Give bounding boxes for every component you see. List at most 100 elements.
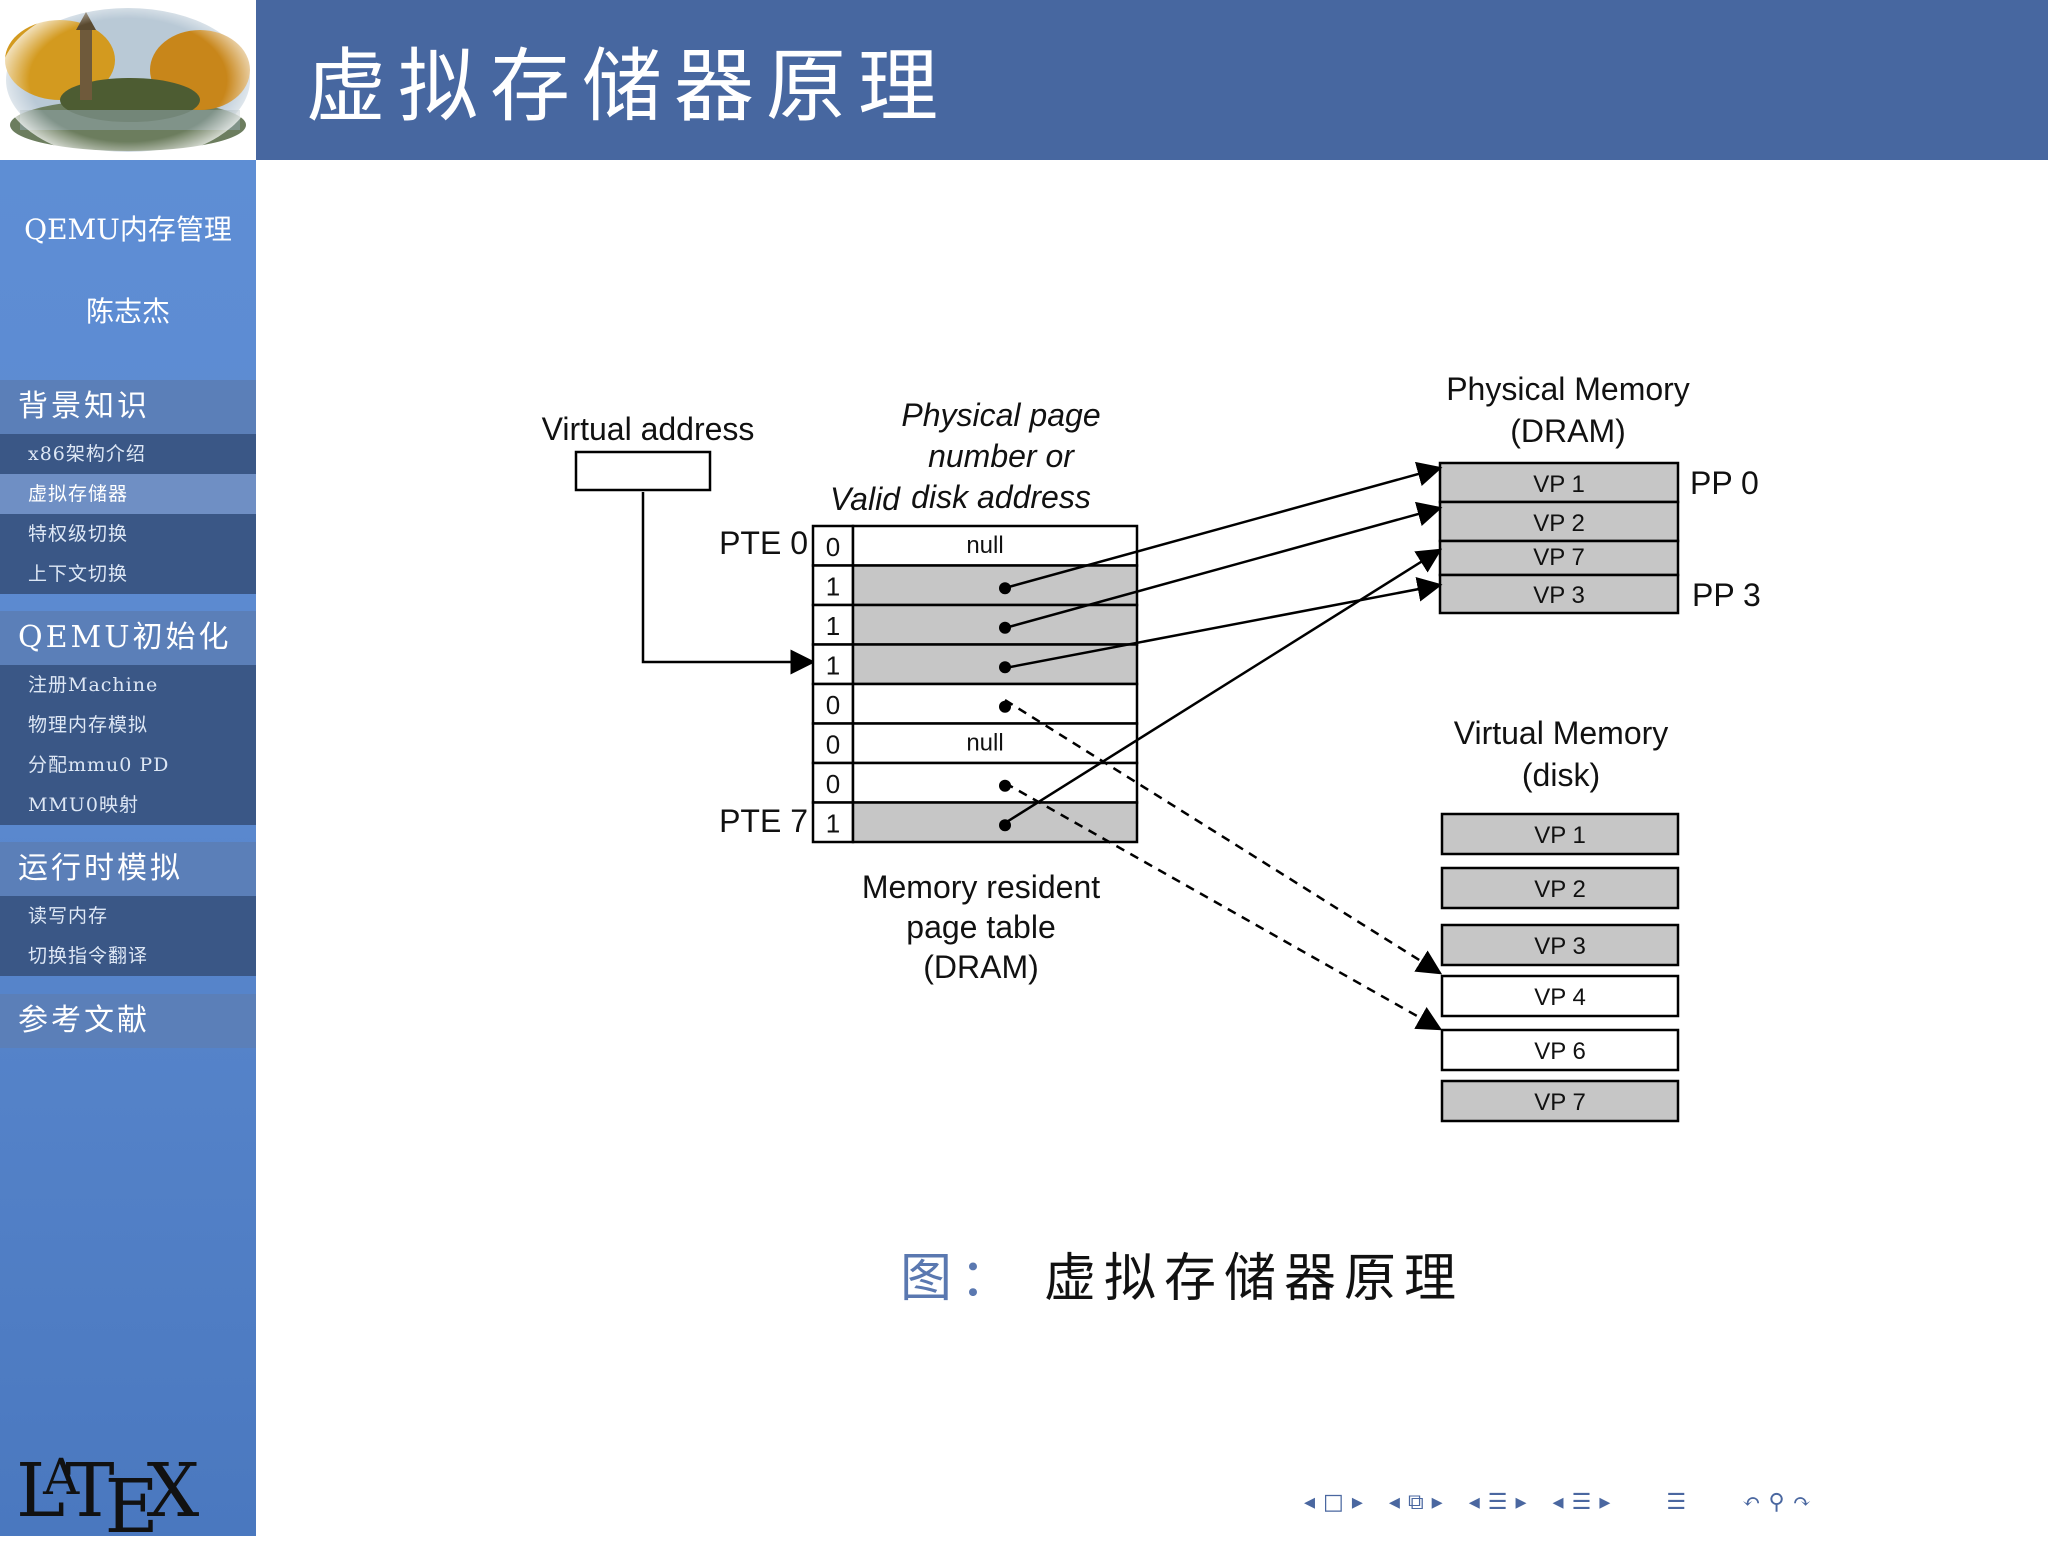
page-table-caption-2: page table xyxy=(906,909,1055,945)
pte-address-cell xyxy=(851,722,1139,765)
search-icon[interactable]: ⚲ xyxy=(1768,1489,1785,1515)
nav-next-arrow-icon[interactable]: ▸ xyxy=(1515,1489,1527,1515)
column-header-line-2: number or xyxy=(928,438,1075,474)
virtual-page xyxy=(1440,974,1680,1018)
virtual-memory-title-2: (disk) xyxy=(1522,757,1600,793)
virtual-page-label: VP 6 xyxy=(1534,1038,1586,1065)
nav-next-arrow-icon[interactable]: ▸ xyxy=(1599,1489,1611,1515)
section-background-items: x86架构介绍 虚拟存储器 特权级切换 上下文切换 xyxy=(0,434,256,594)
physical-page-label: VP 2 xyxy=(1533,510,1585,537)
pte-pointer-dot xyxy=(999,779,1011,792)
arrow-row1-to-pp0 xyxy=(1004,461,1443,590)
nav-prev-arrow-icon[interactable]: ◂ xyxy=(1304,1489,1316,1515)
frame-icon[interactable]: □ xyxy=(1323,1489,1344,1515)
author-name: 陈志杰 xyxy=(85,295,170,328)
pte-address-cell xyxy=(851,603,1139,646)
column-header-line-3: disk address xyxy=(911,479,1091,515)
pte-valid-cell xyxy=(811,643,855,686)
pte-valid-bit: 0 xyxy=(826,532,840,562)
university-logo xyxy=(0,0,256,160)
section-background[interactable]: 背景知识 xyxy=(0,380,256,434)
redo-icon[interactable]: ↷ xyxy=(1792,1489,1812,1515)
nav-item-alloc-pd[interactable]: 分配mmu0 PD xyxy=(28,754,170,776)
virtual-page-label: VP 1 xyxy=(1534,822,1586,849)
page-table-caption-1: Memory resident xyxy=(862,869,1100,905)
nav-item-virtual-memory[interactable]: 虚拟存储器 xyxy=(0,474,256,514)
virtual-page-label: VP 4 xyxy=(1534,984,1586,1011)
nav-item-translate[interactable]: 切换指令翻译 xyxy=(28,945,149,967)
physical-page xyxy=(1438,539,1680,577)
pte-valid-bit: 1 xyxy=(826,651,840,681)
pp-label-0: PP 0 xyxy=(1690,465,1759,501)
nav-prev-arrow-icon[interactable]: ◂ xyxy=(1552,1489,1564,1515)
virtual-page xyxy=(1440,1079,1680,1123)
arrow-row4-to-disk-vp3 xyxy=(1004,698,1443,975)
mapping-arrows xyxy=(1004,461,1443,1031)
nav-item-rw-memory[interactable]: 读写内存 xyxy=(28,905,109,927)
physical-page xyxy=(1438,573,1680,615)
pte-valid-bit: 0 xyxy=(826,690,840,720)
toc-icon[interactable]: ☰ xyxy=(1666,1489,1687,1515)
virtual-page-label: VP 2 xyxy=(1534,876,1586,903)
sidebar: QEMU内存管理 陈志杰 背景知识 x86架构介绍 虚拟存储器 特权级切换 上下… xyxy=(0,0,256,1550)
section-runtime[interactable]: 运行时模拟 xyxy=(0,842,256,896)
document-icon[interactable]: ☰ xyxy=(1571,1489,1592,1515)
nav-next-arrow-icon[interactable]: ▸ xyxy=(1351,1489,1363,1515)
nav-item-context-switch[interactable]: 上下文切换 xyxy=(28,563,129,585)
pp-label-3: PP 3 xyxy=(1692,577,1761,613)
virtual-memory: VP 1VP 2VP 3VP 4VP 6VP 7 xyxy=(1440,812,1680,1123)
section-qemu-init[interactable]: QEMU初始化 xyxy=(0,611,256,665)
section-icon[interactable]: ☰ xyxy=(1487,1489,1508,1515)
undo-icon[interactable]: ↶ xyxy=(1742,1489,1761,1515)
pte-pointer-dot xyxy=(999,700,1011,713)
page-table-diagram: Virtual address Physical page number or … xyxy=(542,371,1761,1123)
figure-caption: 图： 虚拟存储器原理 xyxy=(900,1236,1464,1311)
physical-page-label: VP 7 xyxy=(1533,544,1585,571)
virtual-address-label: Virtual address xyxy=(542,411,755,447)
pte-valid-cell xyxy=(811,603,855,646)
pte-last-label: PTE 7 xyxy=(719,803,808,839)
pte-valid-cell xyxy=(811,801,855,844)
pte-address-cell xyxy=(851,801,1139,844)
physical-memory-title-1: Physical Memory xyxy=(1446,371,1690,407)
pte-address-cell xyxy=(851,564,1139,607)
pte-valid-bit: 1 xyxy=(826,809,840,839)
nav-item-privilege[interactable]: 特权级切换 xyxy=(28,523,129,545)
arrow-row7-to-pp2 xyxy=(1004,548,1443,825)
virtual-page-label: VP 3 xyxy=(1534,933,1586,960)
virtual-page xyxy=(1440,812,1680,856)
nav-item-physical-memory[interactable]: 物理内存模拟 xyxy=(28,714,149,736)
virtual-memory-title-1: Virtual Memory xyxy=(1454,715,1669,751)
nav-prev-arrow-icon[interactable]: ◂ xyxy=(1468,1489,1480,1515)
arrow-row6-to-disk-vp6 xyxy=(1004,781,1443,1031)
nav-item-mmu0-map[interactable]: MMU0映射 xyxy=(28,794,140,816)
latex-logo: LATEX xyxy=(16,1448,200,1550)
virtual-page xyxy=(1440,1028,1680,1072)
pte-null-text: null xyxy=(966,730,1003,757)
physical-page xyxy=(1438,461,1680,504)
physical-page-label: VP 3 xyxy=(1533,582,1585,609)
physical-memory: VP 1 VP 2 VP 7 VP 3 xyxy=(1438,461,1680,615)
section-references[interactable]: 参考文献 xyxy=(0,994,256,1048)
physical-page-label: VP 1 xyxy=(1533,471,1585,498)
valid-label: Valid xyxy=(830,481,901,517)
pte-null-text: null xyxy=(966,532,1003,559)
pte-pointer-dot xyxy=(999,582,1011,595)
nav-prev-arrow-icon[interactable]: ◂ xyxy=(1388,1489,1400,1515)
column-header-line-1: Physical page xyxy=(901,397,1100,433)
pte-valid-bit: 1 xyxy=(826,611,840,641)
header-bar: 虚拟存储器原理 xyxy=(256,0,2048,160)
nav-item-x86[interactable]: x86架构介绍 xyxy=(28,443,146,465)
talk-title[interactable]: QEMU内存管理 xyxy=(24,213,232,246)
page-title: 虚拟存储器原理 xyxy=(306,40,950,133)
nav-item-register-machine[interactable]: 注册Machine xyxy=(28,674,159,696)
subsection-icon[interactable]: ⧉ xyxy=(1407,1489,1424,1515)
pte-address-cell xyxy=(851,761,1139,804)
caption-prefix: 图： xyxy=(900,1249,1021,1309)
virtual-page xyxy=(1440,866,1680,910)
arrow-row2-to-pp1 xyxy=(1004,501,1443,630)
nav-next-arrow-icon[interactable]: ▸ xyxy=(1431,1489,1443,1515)
caption-text: 虚拟存储器原理 xyxy=(1044,1249,1465,1309)
pte-valid-cell xyxy=(811,682,855,725)
